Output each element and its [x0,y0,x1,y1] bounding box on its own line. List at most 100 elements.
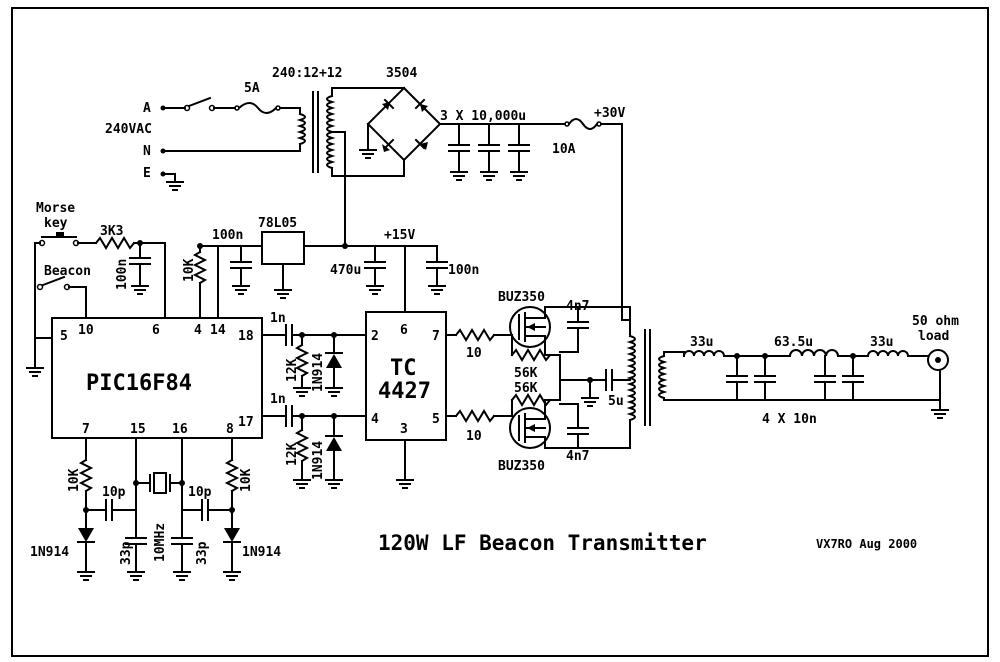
rail-15v-label: +15V [384,228,415,243]
sheet-border [11,7,989,657]
driver-pin-4: 4 [371,412,379,427]
diode-1n914-bottom [326,437,342,451]
diode-1n914-left [78,528,94,542]
cap-5u-label: 5u [608,394,624,409]
r-right-label: 10K [239,468,254,492]
mains-input: A 240VAC N E 5A [105,81,301,191]
mcu-pin-17: 17 [238,415,254,430]
mains-a-label: A [143,101,151,116]
resistor-10k-right [224,458,240,493]
beacon-label: Beacon [44,264,91,279]
driver-pin-2: 2 [371,329,379,344]
c-right-label: 10p [188,485,212,500]
load-label-line2: load [918,329,949,344]
reservoir-capacitors: 3 X 10,000u [440,109,530,181]
cap-100n-reg-label: 100n [212,228,243,243]
mains-n-label: N [143,144,151,159]
mcu-pin-4: 4 [194,323,202,338]
driver-name-line2: 4427 [378,379,431,404]
morse-label-line1: Morse [36,201,75,216]
mcu-pin-18: 18 [238,329,254,344]
output-caps-label: 4 X 10n [762,412,817,427]
mcu-pin-16: 16 [172,422,188,437]
diode-1n914-right [224,528,240,542]
morse-label-line2: key [44,216,68,231]
gate-resistor-bottom [454,409,496,423]
resistor-3k3-label: 3K3 [100,224,123,239]
mcu-pin-6: 6 [152,323,160,338]
mosfet-stage: 10 BUZ350 56K 4n7 10 [445,290,631,474]
mcu-pin-8: 8 [226,422,234,437]
crystal-section: 10K 10p 1N914 33p 10MHz 33p [30,437,281,581]
l1-label: 33u [690,335,713,350]
r-left-label: 10K [67,468,82,492]
driver-pin-3: 3 [400,422,408,437]
r-56k-top-label: 56K [514,366,538,381]
rail-30v-label: +30V [594,106,625,121]
mains-fuse [237,102,278,114]
driver-pin-5: 5 [432,412,440,427]
r-56k-bot-label: 56K [514,381,538,396]
regulator-label: 78L05 [258,216,297,231]
gate-r-top-label: 10 [466,346,482,361]
gate-coupling: 1n 12K 1N914 1n 12K 1N914 [261,311,367,489]
mcu-pic16f84: PIC16F84 5 10 6 4 14 18 17 7 15 16 8 [51,317,263,439]
diode-left-label: 1N914 [30,545,69,560]
d-top-label: 1N914 [311,353,326,392]
bridge-label: 3504 [386,66,417,81]
bridge-rectifier: 3504 [359,66,566,177]
l2-label: 63.5u [774,335,813,350]
output-filter: 33u 63.5u 33u 4 X 10n [663,335,929,427]
c-top-label: 1n [270,311,286,326]
d-bot-label: 1N914 [311,441,326,480]
output-transformer [621,319,941,426]
crystal-label: 10MHz [153,523,168,562]
fuse-10a-label: 10A [552,142,576,157]
supply-30v: 10A +30V [552,106,625,321]
load-connector: 50 ohm load [912,314,959,419]
mains-transformer: 240:12+12 [272,66,405,247]
fuse-5a-label: 5A [244,81,260,96]
mcu-pin-5: 5 [60,329,68,344]
mains-switch [187,96,212,108]
fuse-10a [567,118,599,130]
pullup-10k-label: 10K [182,258,197,282]
r-bot-label: 12K [285,442,300,466]
mains-voltage-label: 240VAC [105,122,152,137]
cap-100n-15v-label: 100n [448,263,479,278]
inductor-33u-1 [682,350,726,358]
r-top-label: 12K [285,358,300,382]
resistor-12k-bottom [294,428,310,463]
c33-left-label: 33p [119,541,134,565]
cap-100n-key-label: 100n [115,259,130,290]
resistor-56k-bottom [510,393,552,407]
diode-right-label: 1N914 [242,545,281,560]
inductor-63u5 [788,349,840,358]
snub-bot-label: 4n7 [566,449,589,464]
l3-label: 33u [870,335,893,350]
driver-name-line1: TC [390,356,417,381]
gate-r-bot-label: 10 [466,429,482,444]
crystal-10mhz [153,472,167,494]
mosfet-bottom-label: BUZ350 [498,459,545,474]
bnc-connector-icon [927,349,949,371]
mcu-pin-14: 14 [210,323,226,338]
cap-470u-label: 470u [330,263,361,278]
driver-pin-7: 7 [432,329,440,344]
resistor-12k-top [294,343,310,378]
mosfet-top-label: BUZ350 [498,290,545,305]
driver-pin-6: 6 [400,323,408,338]
regulator-78l05 [261,231,305,265]
gate-resistor-top [454,328,496,342]
mosfet-buz350-top [509,306,551,348]
c33-right-label: 33p [195,541,210,565]
driver-tc4427: TC 4427 2 6 7 4 3 5 [365,311,447,489]
resistor-10k-pullup [192,250,208,285]
diode-1n914-top [326,354,342,368]
mcu-name: PIC16F84 [86,371,192,396]
regulator-section: 78L05 100n +15V 470u 100n [199,216,479,313]
inductor-33u-2 [866,350,910,358]
beacon-switch [41,275,66,287]
diagram-title: 120W LF Beacon Transmitter [378,531,707,555]
